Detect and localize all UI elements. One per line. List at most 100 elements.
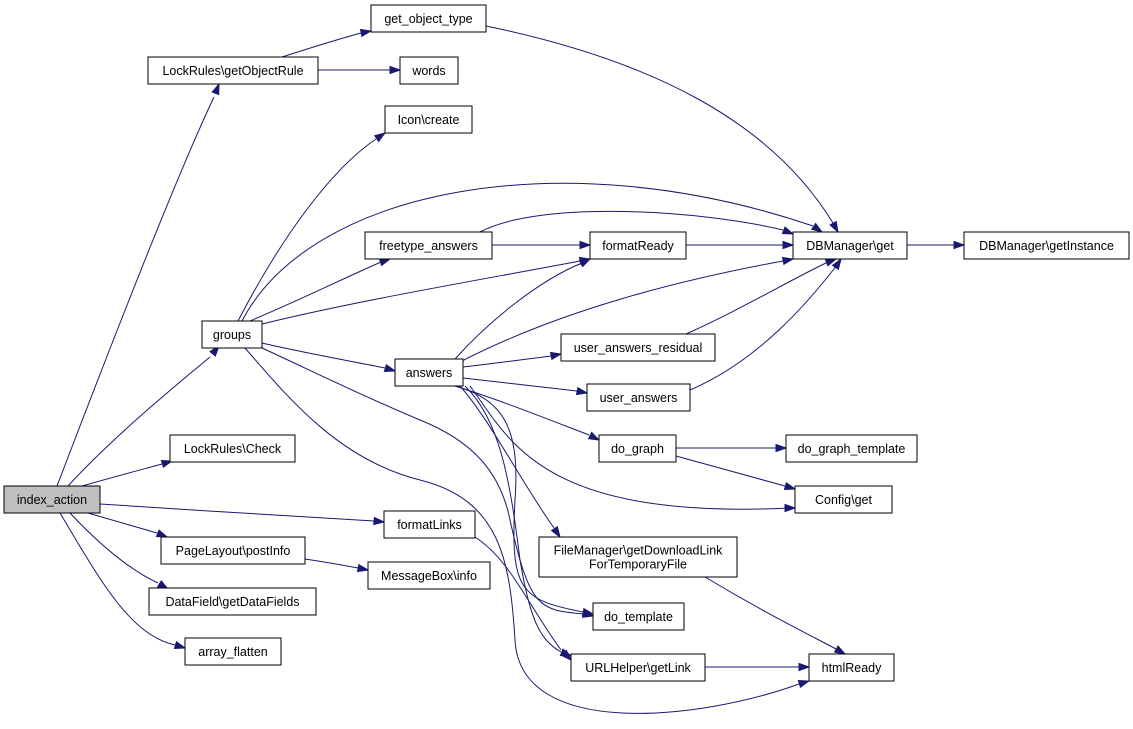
node-do_graph_template[interactable]: do_graph_template xyxy=(785,434,918,463)
node-user_answers_residual[interactable]: user_answers_residual xyxy=(560,333,716,362)
edge-line xyxy=(704,576,839,651)
node-datafield_getdatafields[interactable]: DataField\getDataFields xyxy=(148,587,317,616)
node-filemanager_getdownloadlink[interactable]: FileManager\getDownloadLinkForTemporaryF… xyxy=(538,536,738,578)
node-formatlinks[interactable]: formatLinks xyxy=(383,510,476,539)
node-box xyxy=(538,536,738,578)
node-label: MessageBox\info xyxy=(381,569,477,583)
node-box xyxy=(589,231,687,260)
node-urlhelper_getlink[interactable]: URLHelper\getLink xyxy=(570,653,706,682)
node-box xyxy=(785,434,918,463)
arrowhead-icon xyxy=(797,679,811,689)
edge-urlhelper_getlink-to-htmlready xyxy=(704,662,811,672)
node-label: array_flatten xyxy=(198,645,268,659)
node-messagebox_info[interactable]: MessageBox\info xyxy=(367,561,491,590)
edge-line xyxy=(462,377,578,392)
node-freetype_answers[interactable]: freetype_answers xyxy=(364,231,493,260)
edge-answers-to-urlhelper_getlink xyxy=(464,385,573,657)
arrowhead-icon xyxy=(775,443,788,453)
node-words[interactable]: words xyxy=(399,56,459,85)
edge-line xyxy=(469,385,791,510)
edge-line xyxy=(685,261,829,335)
node-box xyxy=(367,561,491,590)
node-box xyxy=(160,536,306,565)
edge-index_action-to-array_flatten xyxy=(59,512,187,650)
arrowhead-icon xyxy=(378,258,392,267)
arrowhead-icon xyxy=(356,563,370,573)
arrowhead-icon xyxy=(578,258,592,268)
node-box xyxy=(808,653,895,682)
node-formatready[interactable]: formatReady xyxy=(589,231,687,260)
edge-formatready-to-dbmanager_get xyxy=(686,240,795,250)
edge-line xyxy=(244,347,800,714)
edge-groups-to-answers xyxy=(261,342,397,373)
edge-answers-to-formatready xyxy=(454,258,592,360)
arrowhead-icon xyxy=(587,431,601,441)
edge-line xyxy=(462,355,552,368)
node-box xyxy=(560,333,716,362)
node-box xyxy=(792,231,908,260)
node-do_graph[interactable]: do_graph xyxy=(598,434,677,463)
arrowhead-icon xyxy=(383,363,397,373)
node-dbmanager_getinstance[interactable]: DBManager\getInstance xyxy=(963,231,1130,260)
node-box xyxy=(586,383,691,412)
arrowhead-icon xyxy=(783,481,797,491)
node-get_object_type[interactable]: get_object_type xyxy=(370,4,487,33)
node-label: user_answers_residual xyxy=(574,341,703,355)
arrowhead-icon xyxy=(373,132,387,143)
node-user_answers[interactable]: user_answers xyxy=(586,383,691,412)
edge-index_action-to-datafield_getdatafields xyxy=(69,512,170,590)
node-label: groups xyxy=(213,328,251,342)
edge-do_graph-to-config_get xyxy=(675,455,797,491)
edge-line xyxy=(87,512,158,534)
arrowhead-icon xyxy=(373,516,386,526)
node-label: DBManager\getInstance xyxy=(979,239,1114,253)
node-label: index_action xyxy=(17,493,87,507)
arrowhead-icon xyxy=(953,240,966,250)
edge-line xyxy=(281,32,362,58)
node-label: DataField\getDataFields xyxy=(165,595,299,609)
edge-answers-to-dbmanager_get xyxy=(457,256,795,364)
node-icon_create[interactable]: Icon\create xyxy=(384,105,473,134)
arrowhead-icon xyxy=(211,82,220,96)
node-lockrules_getobjectrule[interactable]: LockRules\getObjectRule xyxy=(147,56,319,85)
node-box xyxy=(794,485,893,514)
node-box xyxy=(570,653,706,682)
edge-answers-to-config_get xyxy=(469,385,797,513)
arrowhead-icon xyxy=(575,386,589,396)
edge-user_answers-to-dbmanager_get xyxy=(689,257,842,391)
edge-groups-to-dbmanager_get xyxy=(241,182,824,322)
node-box xyxy=(169,434,296,463)
edge-line xyxy=(304,558,359,569)
node-label: do_template xyxy=(604,610,673,624)
node-answers[interactable]: answers xyxy=(394,358,464,387)
node-box xyxy=(383,510,476,539)
arrowhead-icon xyxy=(550,525,561,539)
edge-line xyxy=(59,512,176,646)
edge-line xyxy=(67,356,211,487)
node-array_flatten[interactable]: array_flatten xyxy=(184,637,282,666)
node-htmlready[interactable]: htmlReady xyxy=(808,653,895,682)
edge-line xyxy=(457,260,784,364)
edge-line xyxy=(479,210,784,233)
arrowhead-icon xyxy=(829,220,839,234)
arrowhead-icon xyxy=(359,28,373,38)
edge-user_answers_residual-to-dbmanager_get xyxy=(685,258,838,335)
node-index_action[interactable]: index_action xyxy=(3,485,101,514)
node-pagelayout_postinfo[interactable]: PageLayout\postInfo xyxy=(160,536,306,565)
node-do_template[interactable]: do_template xyxy=(592,602,685,631)
node-dbmanager_get[interactable]: DBManager\get xyxy=(792,231,908,260)
node-label: URLHelper\getLink xyxy=(585,661,691,675)
arrowhead-icon xyxy=(782,240,795,250)
node-groups[interactable]: groups xyxy=(201,320,263,349)
arrowhead-icon xyxy=(173,640,187,650)
node-label: user_answers xyxy=(600,391,678,405)
edge-index_action-to-formatlinks xyxy=(99,503,386,526)
node-config_get[interactable]: Config\get xyxy=(794,485,893,514)
call-graph-nodes: index_action LockRules\getObjectRule get_o… xyxy=(3,4,1130,682)
arrowhead-icon xyxy=(549,351,563,361)
node-label: DBManager\get xyxy=(806,239,894,253)
node-lockrules_check[interactable]: LockRules\Check xyxy=(169,434,296,463)
call-graph-edges xyxy=(56,25,966,714)
edge-lockrules_getobjectrule-to-get_object_type xyxy=(281,28,373,58)
node-label: FileManager\getDownloadLink xyxy=(554,544,724,558)
